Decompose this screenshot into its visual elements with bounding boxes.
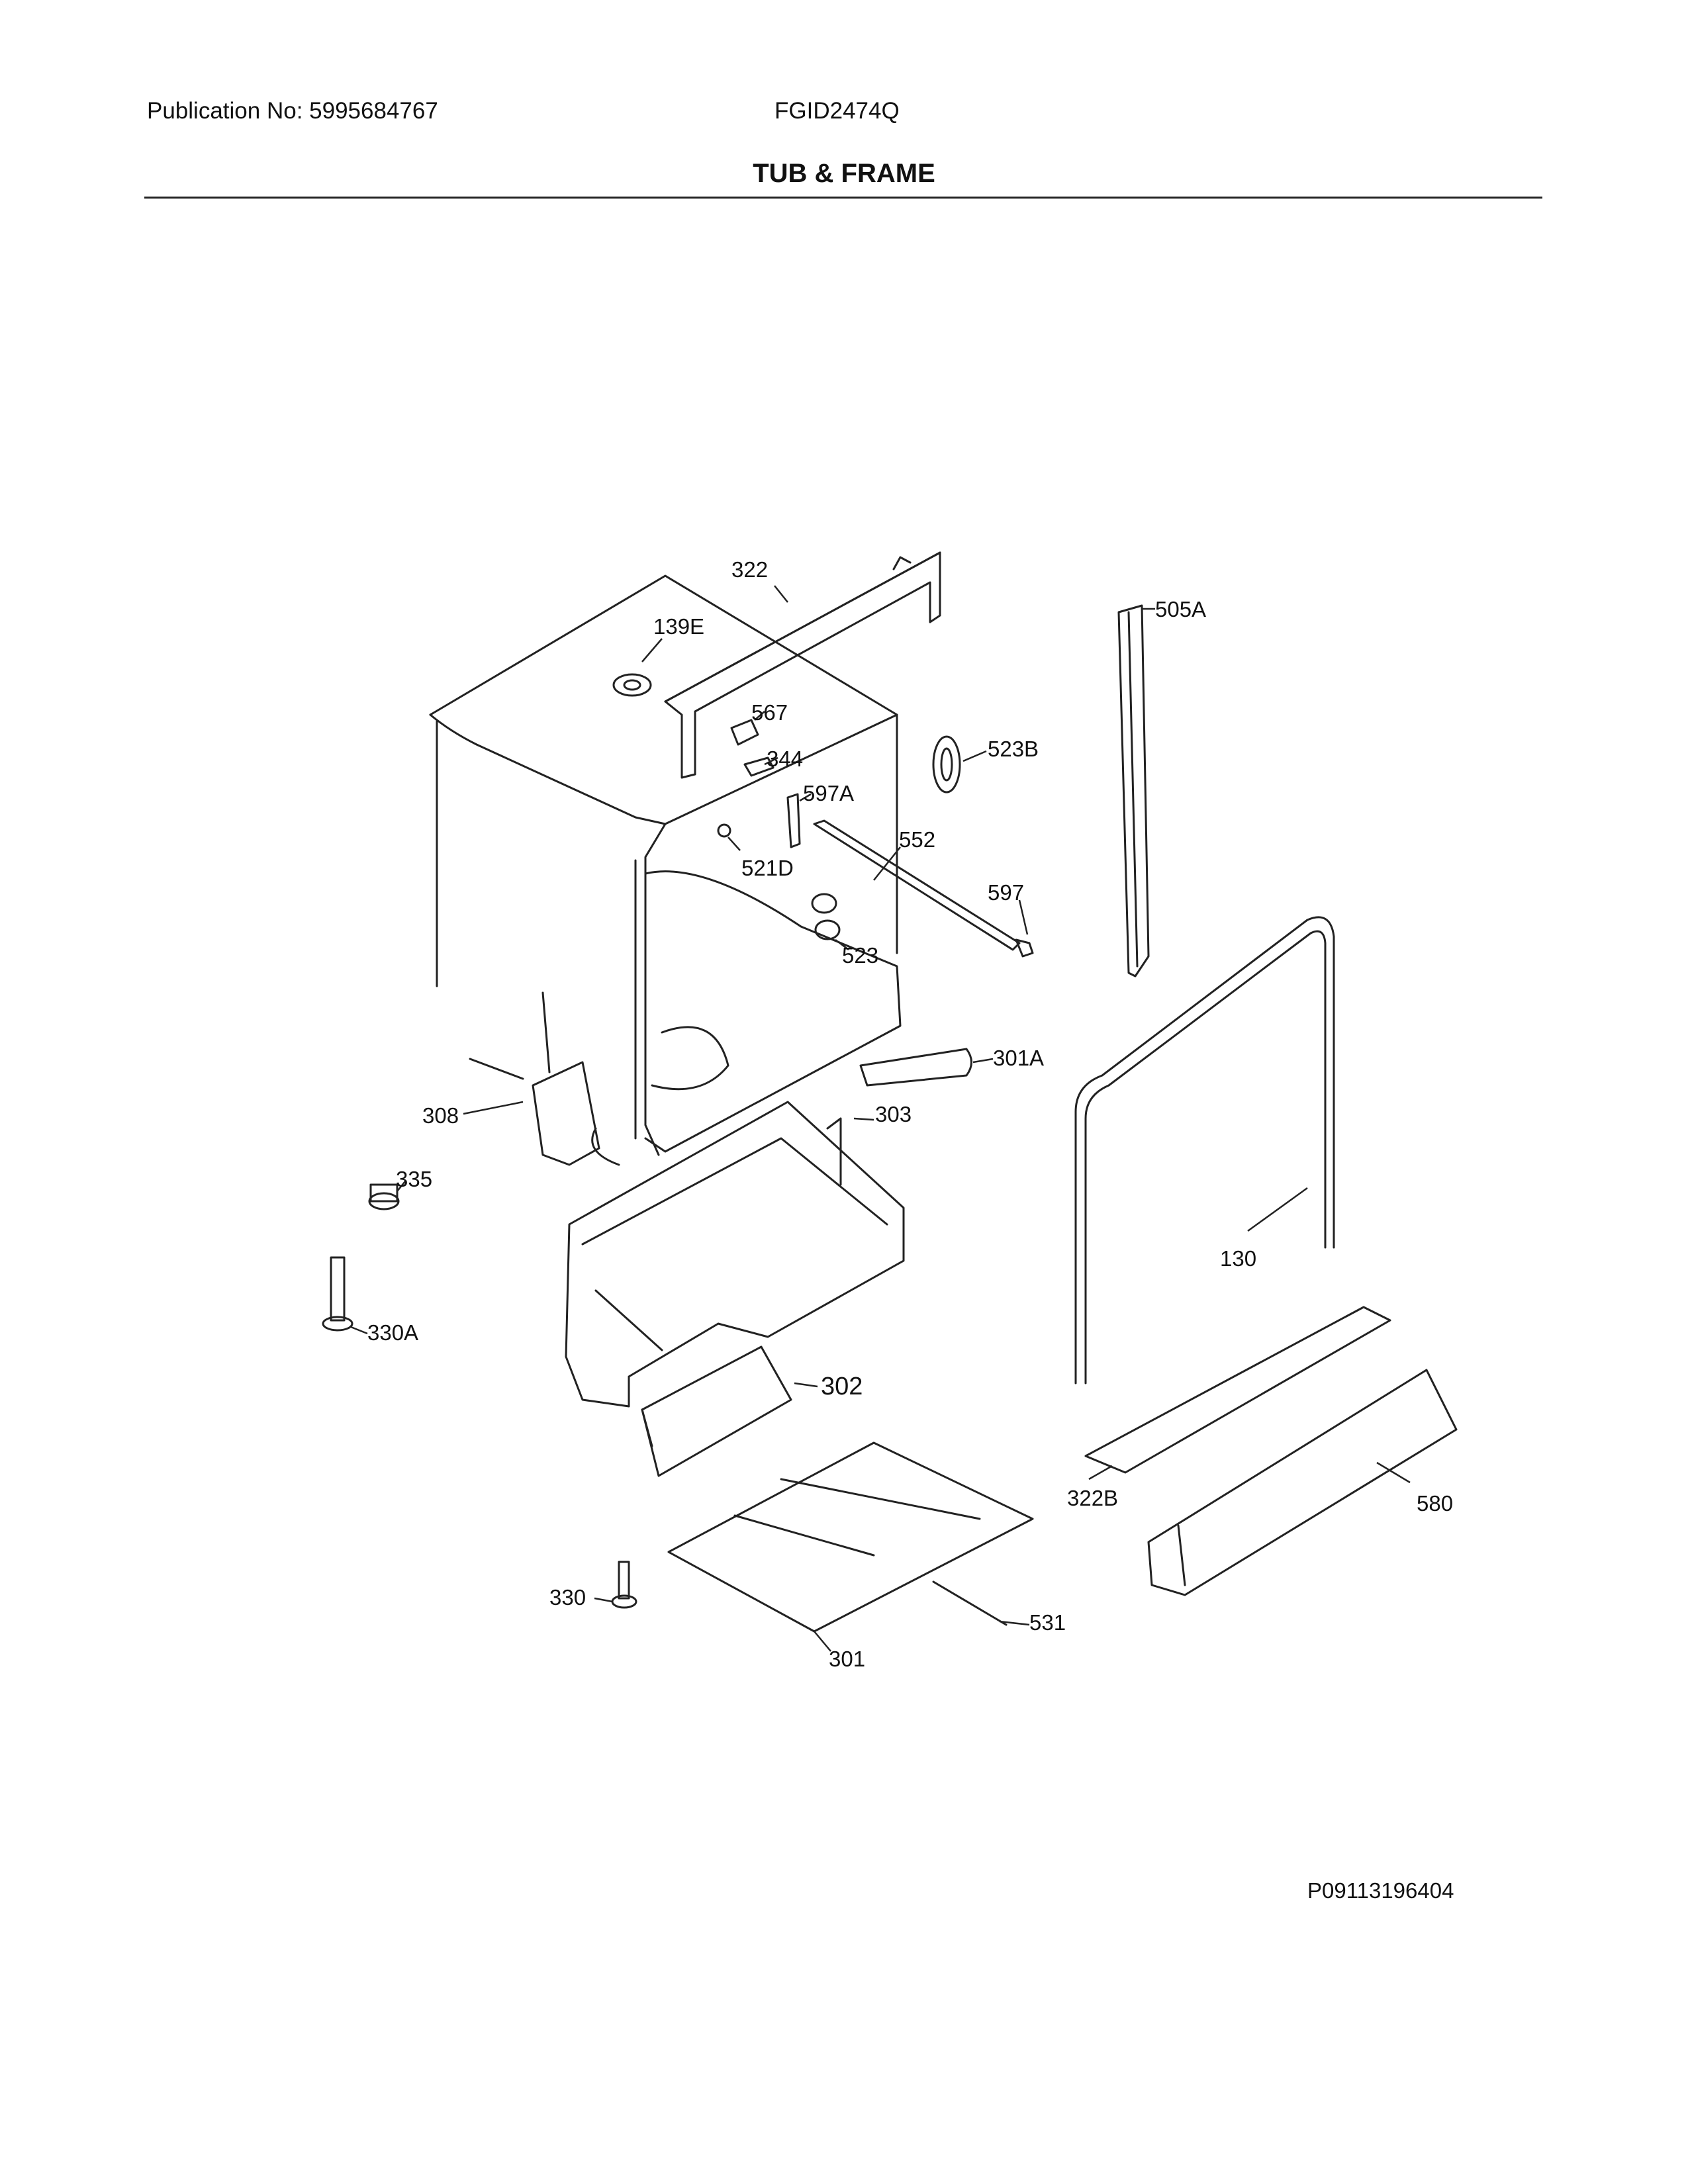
rail-part-552 [813,819,1021,951]
tub-part [429,574,902,1166]
bracket-part-301A [859,1048,972,1087]
callout-567: 567 [751,700,788,725]
base-plate-part-301 [667,1441,1034,1633]
clip-part-567 [730,719,759,746]
callout-335: 335 [396,1167,432,1191]
screw-part-330 [611,1561,637,1609]
plug-part-521D [717,823,731,838]
publication-number: Publication No: 5995684767 [147,98,438,124]
callout-322: 322 [731,557,768,582]
clip-part-597 [1015,938,1034,958]
callout-344: 344 [767,747,803,771]
callout-330: 330 [549,1585,586,1610]
clip-part-344 [743,756,774,777]
callout-330A: 330A [367,1320,418,1345]
callout-308: 308 [422,1103,459,1128]
callout-531: 531 [1029,1610,1066,1635]
frame-rail-part-322B [1084,1306,1391,1474]
hinge-part-308 [469,991,600,1166]
callout-302: 302 [821,1373,863,1400]
leveling-screw-part-330A [322,1256,353,1332]
callout-leader-lines [350,585,1411,1652]
callout-597A: 597A [803,781,854,805]
callout-523B: 523B [988,737,1039,761]
callout-521D: 521D [741,856,794,880]
callout-301A: 301A [993,1046,1044,1070]
base-part-303 [565,1101,905,1408]
callout-139E: 139E [653,614,704,639]
side-strip-part-505A [1117,604,1150,978]
callout-301: 301 [829,1647,865,1671]
callout-130: 130 [1220,1246,1256,1271]
foot-part-335 [368,1183,400,1210]
callout-505A: 505A [1155,597,1206,621]
vent-knob-part-139E [612,673,652,697]
seal-part-523B [932,735,961,794]
callout-580: 580 [1417,1491,1453,1516]
model-number: FGID2474Q [774,98,900,124]
frame-part-580 [1147,1369,1458,1596]
header-divider [144,197,1542,199]
callout-597: 597 [988,880,1024,905]
callout-322B: 322B [1067,1486,1118,1510]
panel-part-302 [641,1345,792,1477]
door-gasket-part-130 [1074,916,1335,1385]
figure-id: P09113196404 [1307,1878,1454,1903]
callout-523: 523 [842,943,878,968]
section-title: TUB & FRAME [753,159,935,188]
clip-part-597A [786,793,801,848]
callout-552: 552 [899,827,935,852]
callout-303: 303 [875,1102,912,1126]
rod-part-531 [932,1580,1008,1626]
fitting-part-523 [811,893,841,940]
top-frame-part-322 [664,551,941,779]
